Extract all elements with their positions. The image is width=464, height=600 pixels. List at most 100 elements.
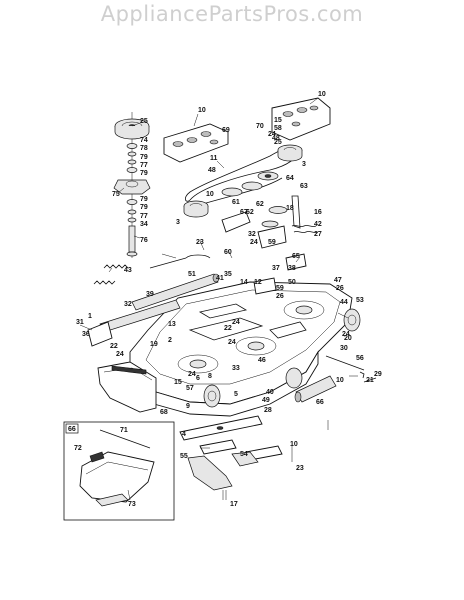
part-callout-74: 74 bbox=[140, 137, 148, 144]
part-callout-53: 53 bbox=[356, 297, 364, 304]
part-callout-24: 24 bbox=[250, 239, 258, 246]
part-callout-4: 4 bbox=[182, 431, 186, 438]
springs bbox=[93, 254, 211, 285]
part-callout-77: 77 bbox=[140, 213, 148, 220]
part-callout-13: 13 bbox=[168, 321, 176, 328]
part-callout-12: 12 bbox=[254, 279, 262, 286]
part-callout-23: 23 bbox=[296, 465, 304, 472]
part-callout-18: 18 bbox=[286, 205, 294, 212]
part-callout-48: 48 bbox=[272, 135, 280, 142]
front-baffle bbox=[97, 361, 157, 413]
part-callout-8: 8 bbox=[208, 373, 212, 380]
part-callout-26: 26 bbox=[276, 293, 284, 300]
part-callout-46: 46 bbox=[258, 357, 266, 364]
part-callout-40: 40 bbox=[266, 389, 274, 396]
part-callout-55: 55 bbox=[180, 453, 188, 460]
part-callout-31: 31 bbox=[76, 319, 84, 326]
belt-cover-left bbox=[163, 123, 229, 163]
part-callout-69: 69 bbox=[222, 127, 230, 134]
part-callout-10: 10 bbox=[206, 191, 214, 198]
part-callout-68: 68 bbox=[160, 409, 168, 416]
part-callout-76: 76 bbox=[140, 237, 148, 244]
part-callout-79: 79 bbox=[140, 196, 148, 203]
part-callout-43: 43 bbox=[124, 267, 132, 274]
part-callout-10: 10 bbox=[198, 107, 206, 114]
part-callout-56: 56 bbox=[356, 355, 364, 362]
part-callout-36: 36 bbox=[82, 331, 90, 338]
part-callout-57: 57 bbox=[186, 385, 194, 392]
part-callout-1: 1 bbox=[88, 313, 92, 320]
part-callout-72: 72 bbox=[74, 445, 82, 452]
part-callout-75: 75 bbox=[112, 191, 120, 198]
part-callout-32: 32 bbox=[124, 301, 132, 308]
inset-box: 66 bbox=[63, 421, 175, 521]
part-callout-15: 15 bbox=[274, 117, 282, 124]
part-callout-79: 79 bbox=[140, 170, 148, 177]
part-callout-9: 9 bbox=[186, 403, 190, 410]
part-callout-24: 24 bbox=[188, 371, 196, 378]
part-callout-59: 59 bbox=[268, 239, 276, 246]
part-callout-62: 62 bbox=[246, 209, 254, 216]
callout-labels: 1010257478797977797579773476697015584824… bbox=[74, 91, 382, 508]
part-callout-63: 63 bbox=[300, 183, 308, 190]
front-shafts bbox=[87, 273, 220, 347]
part-callout-33: 33 bbox=[232, 365, 240, 372]
part-callout-11: 11 bbox=[210, 155, 218, 162]
part-callout-26: 26 bbox=[336, 285, 344, 292]
inset-label: 66 bbox=[68, 426, 76, 433]
part-callout-42: 42 bbox=[314, 221, 322, 228]
part-callout-78: 78 bbox=[140, 145, 148, 152]
part-callout-27: 27 bbox=[314, 231, 322, 238]
part-callout-10: 10 bbox=[318, 91, 326, 98]
part-callout-38: 38 bbox=[288, 265, 296, 272]
right-gauge-wheel bbox=[294, 308, 377, 403]
part-callout-5: 5 bbox=[234, 391, 238, 398]
part-callout-25: 25 bbox=[274, 139, 282, 146]
drive-belt-and-pulleys bbox=[183, 144, 303, 229]
part-callout-17: 17 bbox=[230, 501, 238, 508]
part-callout-51: 51 bbox=[188, 271, 196, 278]
part-callout-49: 49 bbox=[262, 397, 270, 404]
part-callout-19: 19 bbox=[150, 341, 158, 348]
part-callout-77: 77 bbox=[140, 162, 148, 169]
part-callout-24: 24 bbox=[232, 319, 240, 326]
part-callout-61: 61 bbox=[232, 199, 240, 206]
part-callout-73: 73 bbox=[128, 501, 136, 508]
part-callout-79: 79 bbox=[140, 154, 148, 161]
part-callout-24: 24 bbox=[342, 331, 350, 338]
lower-hangers bbox=[187, 420, 329, 500]
blades bbox=[179, 415, 283, 461]
part-callout-22: 22 bbox=[110, 343, 118, 350]
deck-shell bbox=[127, 281, 353, 417]
part-callout-79: 79 bbox=[140, 204, 148, 211]
part-callout-30: 30 bbox=[340, 345, 348, 352]
part-callout-66: 66 bbox=[316, 399, 324, 406]
part-callout-6: 6 bbox=[196, 375, 200, 382]
part-callout-24: 24 bbox=[116, 351, 124, 358]
part-callout-20: 20 bbox=[344, 335, 352, 342]
part-callout-50: 50 bbox=[288, 279, 296, 286]
part-callout-54: 54 bbox=[240, 451, 248, 458]
part-callout-24: 24 bbox=[228, 339, 236, 346]
part-callout-10: 10 bbox=[290, 441, 298, 448]
part-callout-22: 22 bbox=[224, 325, 232, 332]
part-callout-28: 28 bbox=[264, 407, 272, 414]
part-callout-47: 47 bbox=[334, 277, 342, 284]
part-callout-59: 59 bbox=[276, 285, 284, 292]
part-callout-65: 65 bbox=[292, 253, 300, 260]
part-callout-10: 10 bbox=[336, 377, 344, 384]
part-callout-16: 16 bbox=[314, 209, 322, 216]
part-callout-70: 70 bbox=[256, 123, 264, 130]
part-callout-15: 15 bbox=[174, 379, 182, 386]
part-callout-24: 24 bbox=[268, 131, 276, 138]
part-callout-41: 41 bbox=[216, 275, 224, 282]
part-callout-3: 3 bbox=[302, 161, 306, 168]
part-callout-44: 44 bbox=[340, 299, 348, 306]
part-callout-62: 62 bbox=[256, 201, 264, 208]
part-callout-34: 34 bbox=[140, 221, 148, 228]
watermark-text: AppliancePartsPros.com bbox=[100, 2, 364, 26]
part-callout-21: 21 bbox=[366, 377, 374, 384]
part-callout-48: 48 bbox=[208, 167, 216, 174]
part-callout-3: 3 bbox=[176, 219, 180, 226]
